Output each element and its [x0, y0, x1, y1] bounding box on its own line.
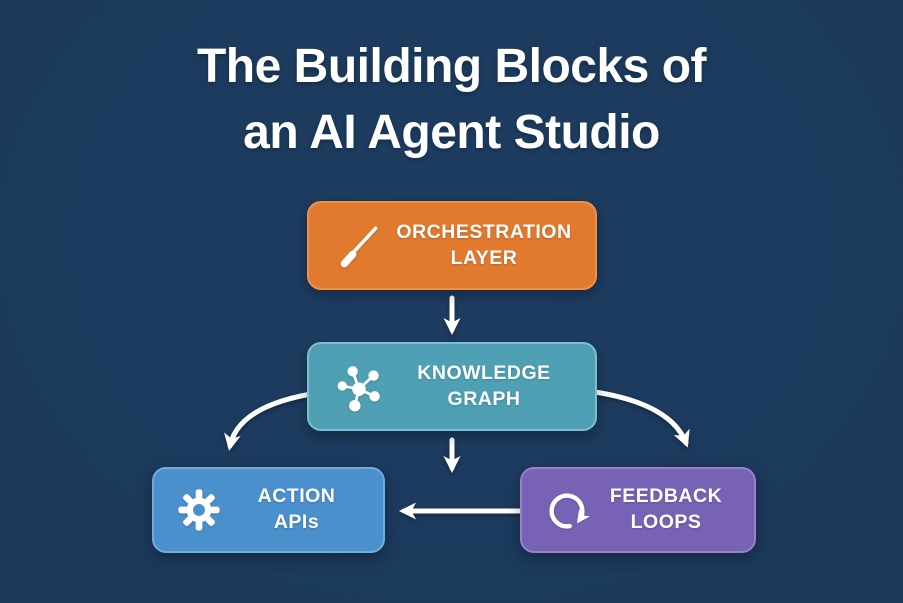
loop-arrow-icon: [544, 487, 590, 533]
node-feedback-loops: FEEDBACK LOOPS: [520, 467, 756, 553]
network-graph-icon: [335, 362, 385, 412]
node-label: FEEDBACK LOOPS: [590, 484, 754, 535]
node-label: ORCHESTRATION LAYER: [385, 220, 595, 271]
node-label: ACTION APIs: [222, 484, 383, 535]
node-label-line: KNOWLEDGE: [417, 361, 551, 384]
node-label-line: ACTION: [257, 485, 336, 508]
node-label-line: LOOPS: [630, 511, 702, 533]
node-label-line: LAYER: [450, 246, 518, 269]
arrow-knowledge-to-action-curved: [224, 391, 314, 451]
baton-icon: [335, 221, 385, 271]
gear-icon: [176, 487, 222, 533]
node-action-apis: ACTION APIs: [152, 467, 385, 553]
node-label: KNOWLEDGE GRAPH: [385, 361, 595, 412]
node-label-line: APIs: [273, 511, 320, 533]
node-label-line: ORCHESTRATION: [396, 220, 572, 243]
node-knowledge-graph: KNOWLEDGE GRAPH: [307, 342, 597, 431]
node-label-line: GRAPH: [447, 387, 521, 410]
node-orchestration-layer: ORCHESTRATION LAYER: [307, 201, 597, 290]
node-label-line: FEEDBACK: [609, 485, 723, 508]
page-title: The Building Blocks of an AI Agent Studio: [0, 34, 903, 166]
page-title-line1: The Building Blocks of: [196, 40, 707, 93]
arrow-knowledge-to-feedback-curved: [592, 389, 690, 448]
page-title-line2: an AI Agent Studio: [243, 106, 660, 160]
